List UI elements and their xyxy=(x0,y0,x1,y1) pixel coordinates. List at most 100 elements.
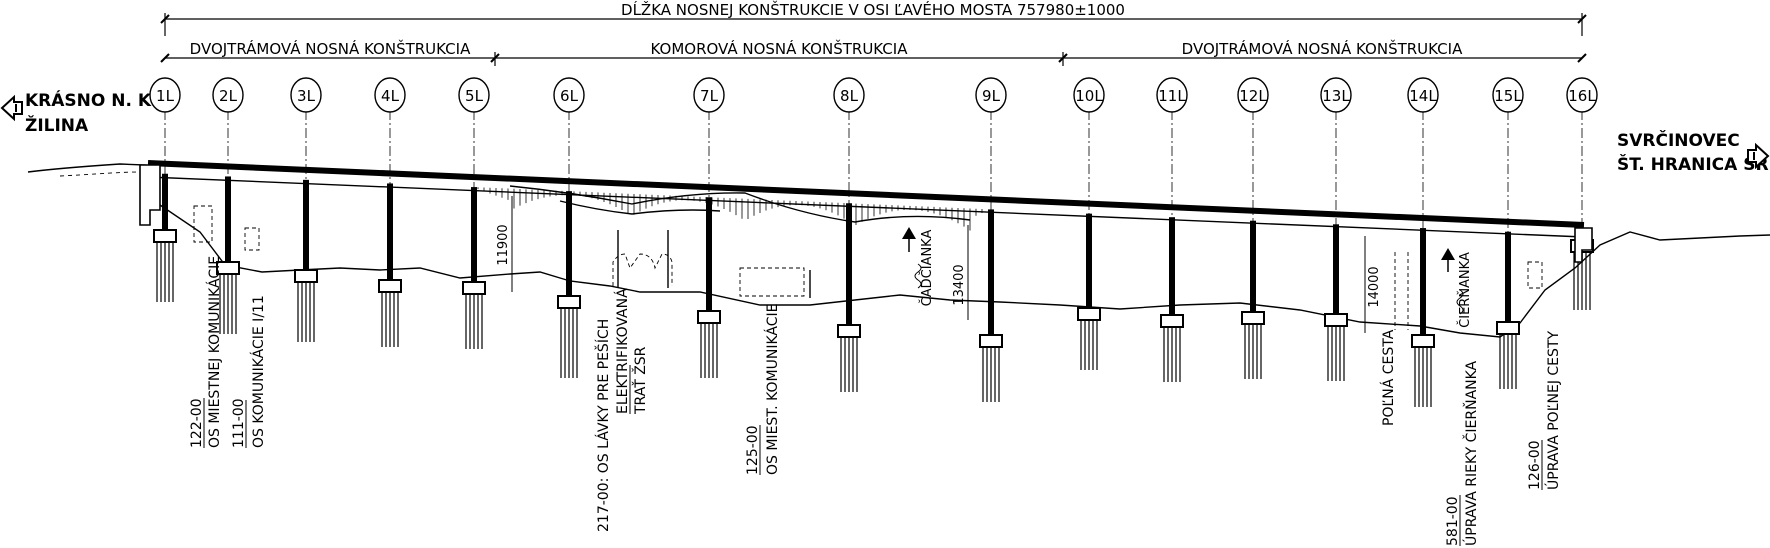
pier-footing xyxy=(697,310,721,324)
annotation-underlines xyxy=(203,365,1543,546)
pier-3L: 3L xyxy=(290,77,322,342)
svg-text:581-00: 581-00 xyxy=(1445,496,1461,546)
pier-16L: 16L xyxy=(1566,77,1598,310)
pier-label: 6L xyxy=(560,87,579,105)
pier-2L: 2L xyxy=(212,77,244,334)
pier-label: 3L xyxy=(297,87,316,105)
pier-4L: 4L xyxy=(374,77,406,347)
arrow-left-icon xyxy=(0,94,23,122)
pier-label-circle xyxy=(149,77,181,113)
pier-label-circle xyxy=(1566,77,1598,113)
pier-footing xyxy=(1411,334,1435,348)
annotation-122-00: 122-00 OS MIESTNEJ KOMUNIKÁCIE xyxy=(189,256,223,448)
height-dimension-3-label: 14000 xyxy=(1367,266,1382,307)
pier-label: 11L xyxy=(1158,87,1186,105)
annotation-581-00: 581-00 ÚPRAVA RIEKY ČIERŇANKA xyxy=(1445,360,1480,546)
river-right-label: ČIERŇANKA xyxy=(1457,252,1473,328)
annotation-111-00: 111-00 OS KOMUNIKÁCIE I/11 xyxy=(231,295,267,448)
svg-text:TRAŤ ŽSR: TRAŤ ŽSR xyxy=(631,346,649,415)
pier-label: 7L xyxy=(700,87,719,105)
pier-column xyxy=(1250,220,1256,312)
segment-label-middle: KOMOROVÁ NOSNÁ KONŠTRUKCIA xyxy=(651,39,909,58)
annotation-125-00: 125-00 OS MIEST. KOMUNIKÁCIE xyxy=(745,304,781,475)
segment-label-right: DVOJTRÁMOVÁ NOSNÁ KONŠTRUKCIA xyxy=(1182,39,1463,58)
svg-text:126-00: 126-00 xyxy=(1527,440,1543,490)
pier-label: 13L xyxy=(1322,87,1350,105)
height-dimension-2-label: 13400 xyxy=(952,264,967,305)
pier-column xyxy=(303,179,309,270)
deck-haunch-hatching xyxy=(477,187,983,231)
svg-text:111-00: 111-00 xyxy=(231,398,247,448)
pier-column xyxy=(1086,213,1092,308)
pier-label-circle xyxy=(458,77,490,113)
pier-column xyxy=(1169,217,1175,315)
svg-text:OS MIESTNEJ KOMUNIKÁCIE: OS MIESTNEJ KOMUNIKÁCIE xyxy=(206,256,223,448)
pier-footing xyxy=(1160,314,1184,328)
pier-footing xyxy=(1324,313,1348,327)
pier-label: 15L xyxy=(1494,87,1522,105)
pier-column xyxy=(1333,224,1339,314)
pier-column xyxy=(566,191,572,296)
railway-tracks xyxy=(617,230,811,298)
pier-label: 5L xyxy=(465,87,484,105)
svg-text:POĽNÁ CESTA: POĽNÁ CESTA xyxy=(1380,329,1397,426)
arrow-right-icon xyxy=(1747,142,1770,170)
pier-label-circle xyxy=(1237,77,1269,113)
pier-footing xyxy=(979,334,1003,348)
annotation-trat-zsr: ELEKTRIFIKOVANÁ TRAŤ ŽSR xyxy=(614,288,649,415)
pier-label: 2L xyxy=(219,87,238,105)
bridge-deck xyxy=(147,160,1585,238)
pier-footing xyxy=(837,324,861,338)
left-end-label-2: ŽILINA xyxy=(25,114,89,136)
pier-label: 14L xyxy=(1409,87,1437,105)
pier-11L: 11L xyxy=(1156,77,1188,382)
pier-footing xyxy=(153,229,177,243)
pier-column xyxy=(988,209,994,335)
pier-column xyxy=(471,187,477,282)
pier-label-circle xyxy=(212,77,244,113)
pier-column xyxy=(225,176,231,262)
total-length-label: DĹŽKA NOSNEJ KONŠTRUKCIE V OSI ĽAVÉHO MO… xyxy=(621,0,1125,19)
river-left-arrow-icon xyxy=(902,227,916,239)
river-left-label: ČADČIANKA xyxy=(919,230,935,307)
river-left-wave xyxy=(914,263,922,289)
crossing-structures xyxy=(193,205,1543,330)
pier-12L: 12L xyxy=(1237,77,1269,379)
river-right-arrow-icon xyxy=(1441,248,1455,260)
pier-7L: 7L xyxy=(693,77,725,378)
river-right-wave xyxy=(1456,289,1464,315)
pier-column xyxy=(162,173,168,230)
pier-5L: 5L xyxy=(458,77,490,349)
right-end-label-1: SVRČINOVEC xyxy=(1617,129,1740,151)
dimension-ticks xyxy=(160,14,1587,63)
pier-footing xyxy=(1077,307,1101,321)
existing-terrain-line xyxy=(59,171,141,177)
annotation-polna-cesta: POĽNÁ CESTA xyxy=(1380,329,1397,426)
right-end-label-2: ŠT. HRANICA SR xyxy=(1617,153,1769,175)
pier-label-circle xyxy=(290,77,322,113)
svg-text:125-00: 125-00 xyxy=(745,425,761,475)
pier-label-circle xyxy=(374,77,406,113)
pier-9L: 9L xyxy=(975,77,1007,402)
pier-label-circle xyxy=(1407,77,1439,113)
pier-label-circle xyxy=(1492,77,1524,113)
pier-10L: 10L xyxy=(1073,77,1105,370)
pier-footing xyxy=(1241,311,1265,325)
pier-label: 9L xyxy=(982,87,1001,105)
pier-label-circle xyxy=(1073,77,1105,113)
pier-label: 4L xyxy=(381,87,400,105)
pier-1L: 1L xyxy=(149,77,181,302)
left-end-label-1: KRÁSNO N. K. xyxy=(25,89,158,111)
pier-footing xyxy=(1496,321,1520,335)
pier-column xyxy=(706,197,712,311)
pier-label-circle xyxy=(833,77,865,113)
pier-column xyxy=(1505,231,1511,322)
svg-text:ELEKTRIFIKOVANÁ: ELEKTRIFIKOVANÁ xyxy=(614,288,631,414)
pier-14L: 14L xyxy=(1407,77,1439,407)
pier-label: 16L xyxy=(1568,87,1596,105)
annotation-126-00: 126-00 ÚPRAVA POĽNEJ CESTY xyxy=(1527,331,1562,490)
pier-15L: 15L xyxy=(1492,77,1524,389)
pier-footing xyxy=(462,281,486,295)
